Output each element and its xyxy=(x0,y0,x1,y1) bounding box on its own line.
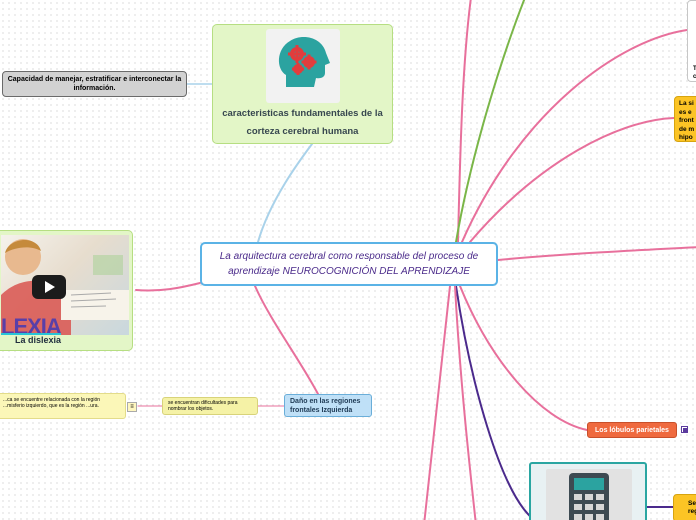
lobulos-node[interactable]: Los lóbulos parietales xyxy=(587,422,677,438)
play-icon[interactable] xyxy=(32,275,66,299)
dificultades-node[interactable]: se encuentran dificultades para nombrar … xyxy=(162,397,258,415)
link-bottom-pink xyxy=(454,285,477,520)
link-yellow-right xyxy=(469,117,675,243)
dano-label: Daño en las regiones frontales Izquierda xyxy=(290,398,361,414)
link-dano xyxy=(254,285,319,395)
link-right-mid xyxy=(497,246,696,261)
lobulos-label: Los lóbulos parietales xyxy=(595,427,669,434)
calculator-icon xyxy=(546,469,632,520)
link-top-pink xyxy=(457,0,472,243)
brain-gears-icon xyxy=(266,29,340,103)
right-yellow-label: La si es e front de m hipo xyxy=(679,100,695,141)
link-top-green xyxy=(455,0,526,243)
capacidad-node[interactable]: Capacidad de manejar, estratificar e int… xyxy=(2,71,187,97)
dislexia-node[interactable]: LEXIA La dislexia xyxy=(0,230,133,351)
link-dislexia xyxy=(135,282,201,292)
link-bottom-left xyxy=(423,285,451,520)
dislexia-video-thumbnail[interactable]: LEXIA xyxy=(1,235,129,335)
central-topic[interactable]: La arquitectura cerebral como responsabl… xyxy=(200,242,498,286)
dislexia-logo-underline xyxy=(1,333,61,335)
link-lobulos xyxy=(459,285,588,431)
capacidad-label: Capacidad de manejar, estratificar e int… xyxy=(7,76,182,92)
dano-node[interactable]: Daño en las regiones frontales Izquierda xyxy=(284,394,372,417)
link-calc xyxy=(455,285,533,519)
right-white-node[interactable]: T c xyxy=(687,0,696,82)
hemisferio-label: ...ca se encuentre relacionada con la re… xyxy=(3,397,101,409)
dificultades-label: se encuentran dificultades para nombrar … xyxy=(168,400,238,412)
right-white-label: T c xyxy=(693,66,696,80)
dislexia-label: La dislexia xyxy=(15,335,62,345)
right-yellow-node[interactable]: La si es e front de m hipo xyxy=(674,96,696,142)
link-caracteristicas xyxy=(257,143,313,243)
caracteristicas-label: caracteristicas fundamentales de la cort… xyxy=(222,108,383,137)
caracteristicas-node[interactable]: caracteristicas fundamentales de la cort… xyxy=(212,24,393,144)
link-white-right xyxy=(461,29,688,243)
hemisferio-node[interactable]: ...ca se encuentre relacionada con la re… xyxy=(0,393,126,419)
right-yellow-bottom-node[interactable]: Se regio xyxy=(673,494,696,520)
calculator-node[interactable] xyxy=(529,462,647,520)
right-yellow-bottom-label: Se regio xyxy=(688,500,696,515)
collapse-icon[interactable] xyxy=(681,426,688,433)
note-icon[interactable]: ≡ xyxy=(127,402,137,412)
central-topic-label: La arquitectura cerebral como responsabl… xyxy=(219,251,479,277)
dislexia-logo: LEXIA xyxy=(1,314,62,335)
